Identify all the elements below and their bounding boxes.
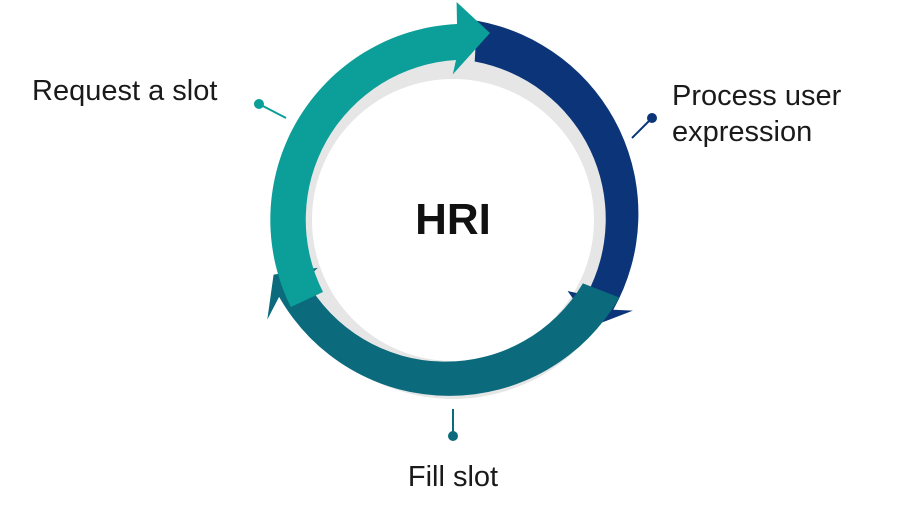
stage-label-process-line-1: Process user xyxy=(672,80,842,112)
center-label: HRI xyxy=(415,195,491,244)
arrow-process-user-expression xyxy=(474,20,639,327)
stage-label-request-line-1: Request a slot xyxy=(32,75,217,107)
center-disc xyxy=(329,96,577,344)
arrow-request-a-slot xyxy=(270,2,490,307)
stage-label-fill-line-1: Fill slot xyxy=(408,461,498,493)
arrow-fill-slot xyxy=(267,267,620,396)
stage-label-fill: Fill slot xyxy=(408,461,498,493)
connector-process xyxy=(631,113,657,139)
stage-label-process: Process user expression xyxy=(672,80,849,148)
connector-fill xyxy=(448,409,458,441)
connector-request xyxy=(254,99,287,119)
stage-label-request: Request a slot xyxy=(32,75,217,107)
stage-label-process-line-2: expression xyxy=(672,116,812,148)
